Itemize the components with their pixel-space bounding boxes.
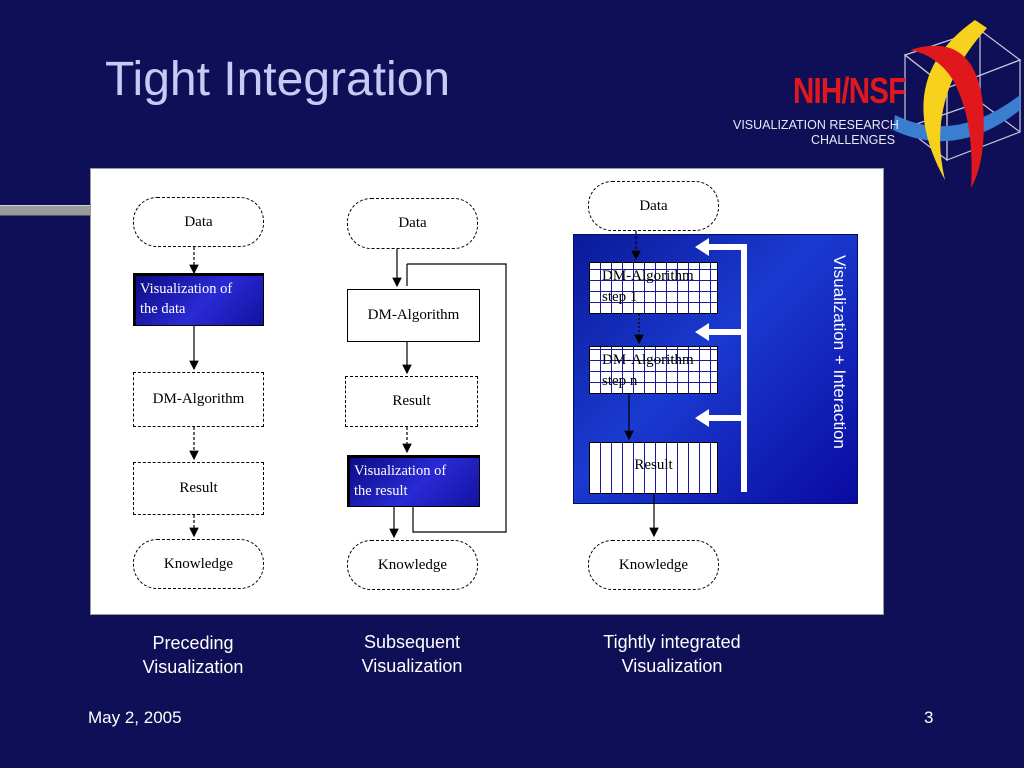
caption-tightly-integrated: Tightly integrated Visualization: [603, 632, 741, 676]
col3-step1-node: DM-Algorithm step 1: [589, 262, 718, 314]
logo-line-2: CHALLENGES: [811, 133, 896, 147]
footer-date: May 2, 2005: [88, 708, 182, 727]
col2-data-node: Data: [347, 198, 478, 249]
nih-nsf-logo: NIH/NSF VISUALIZATION RESEARCH CHALLENGE…: [725, 10, 1024, 195]
caption-subsequent: Subsequent Visualization: [361, 632, 463, 676]
slide-title: Tight Integration: [105, 53, 451, 106]
col1-knowledge-node: Knowledge: [133, 539, 264, 589]
col1-result-node: Result: [133, 462, 264, 515]
visualization-interaction-label: Visualization + Interaction: [830, 255, 849, 449]
col2-result-node: Result: [345, 376, 478, 427]
col2-visualization-node: Visualization of the result: [347, 455, 480, 507]
col1-data-node: Data: [133, 197, 264, 247]
col2-knowledge-node: Knowledge: [347, 540, 478, 590]
diagram-connectors: [189, 231, 747, 539]
side-bar-decoration: [0, 205, 90, 216]
col3-stepn-node: DM-Algorithm step n: [589, 346, 718, 394]
col1-visualization-node: Visualization of the data: [133, 273, 264, 326]
col3-data-node: Data: [588, 181, 719, 231]
caption-preceding: Preceding Visualization: [142, 633, 244, 677]
col3-result-node: Result: [589, 442, 718, 494]
logo-graphic: [893, 20, 1022, 188]
col2-algorithm-node: DM-Algorithm: [347, 289, 480, 342]
col1-algorithm-node: DM-Algorithm: [133, 372, 264, 427]
logo-line-1: VISUALIZATION RESEARCH: [733, 118, 899, 132]
col3-knowledge-node: Knowledge: [588, 540, 719, 590]
logo-org-text: NIH/NSF: [793, 70, 906, 111]
diagram-panel: Data Visualization of the data DM-Algori…: [90, 168, 884, 615]
footer-page-number: 3: [924, 708, 934, 727]
